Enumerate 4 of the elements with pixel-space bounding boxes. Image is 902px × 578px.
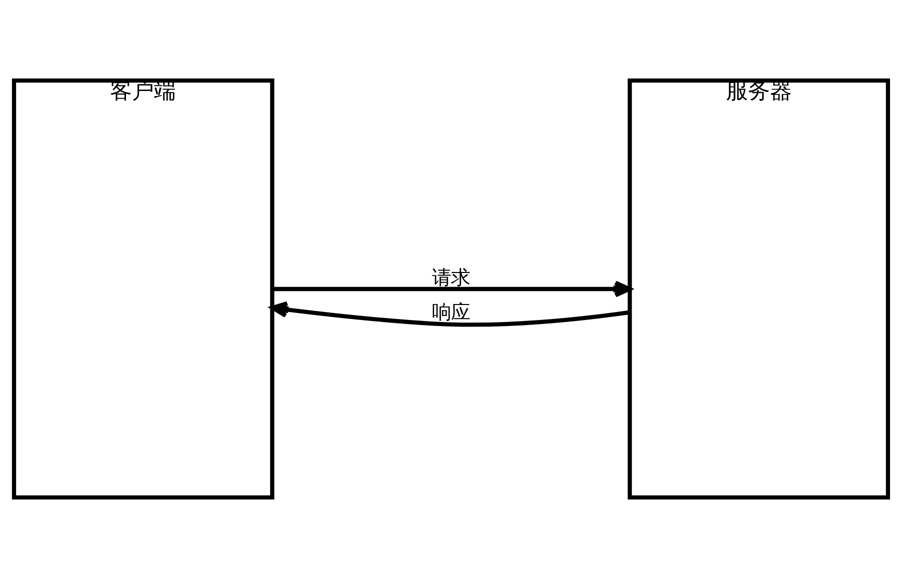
arrow (272, 280, 632, 298)
edge-label: 响应 (432, 300, 470, 324)
edge-label: 请求 (432, 266, 470, 289)
arrow (270, 301, 630, 327)
